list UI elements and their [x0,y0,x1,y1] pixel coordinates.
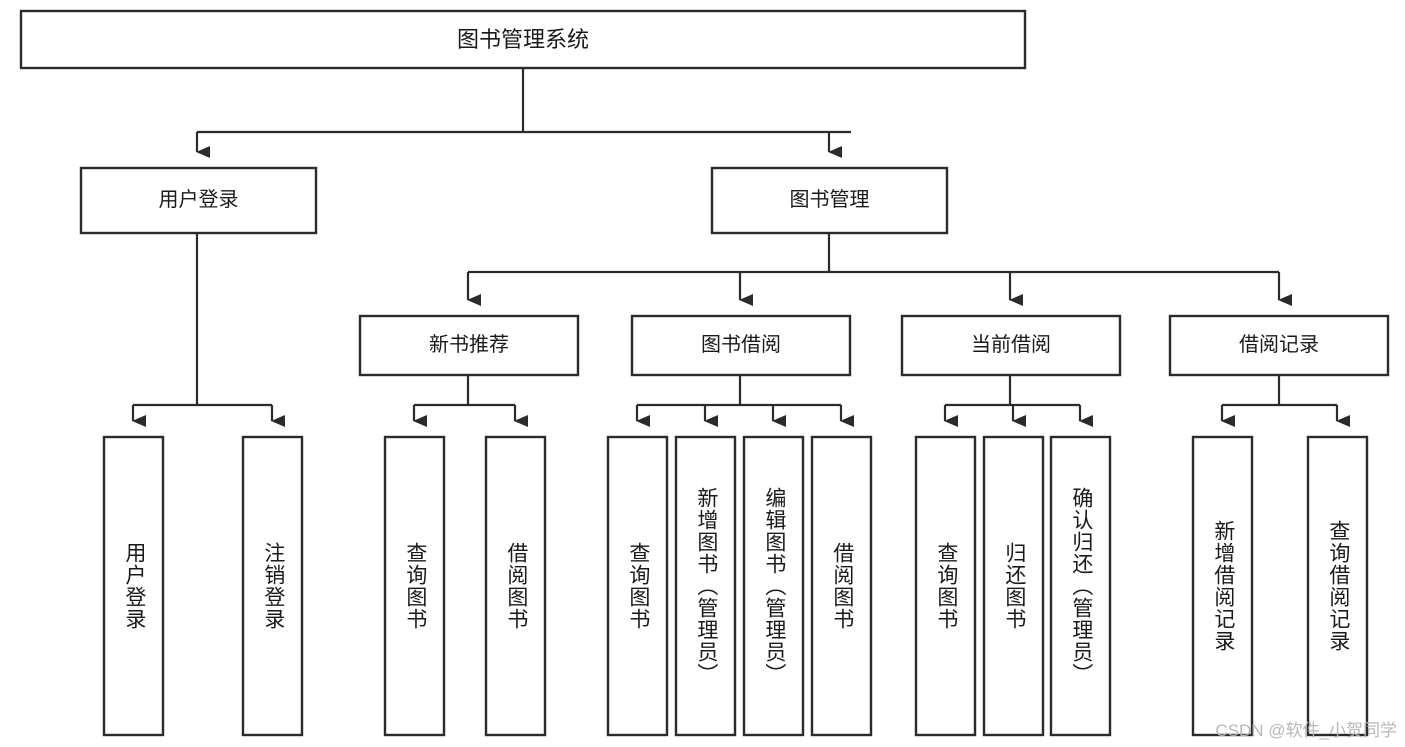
node-label-user-login: 用户登录 [158,188,239,211]
node-label-book-mgmt: 图书管理 [789,188,870,211]
leaf-box [674,435,737,737]
node-box-user-login [79,166,318,235]
node-box-book-mgmt [710,166,949,235]
leaf-label-confirm-return-admin: 确认归还（管理员） [1069,487,1093,685]
node-box-current-borrow [900,314,1122,377]
connector-bookborrow-to-leaves [635,375,854,427]
leaf-box [982,435,1045,737]
leaf-box [742,435,805,737]
leaf-label-query-book-recommend: 查询图书 [403,542,427,630]
leaf-label-logout: 注销登录 [261,542,285,630]
connector-root-to-level2 [195,68,851,158]
leaf-label-edit-book-admin: 编辑图书（管理员） [762,487,786,685]
node-label-book-borrow: 图书借阅 [701,333,781,356]
node-box-root [19,9,1027,70]
leaf-label-query-book-current: 查询图书 [934,542,958,630]
leaf-label-borrow-book: 借阅图书 [830,542,854,630]
leaf-box [1191,435,1254,737]
node-box-borrow-record [1168,314,1390,377]
leaf-box [484,435,547,737]
leaf-label-add-borrow-record: 新增借阅记录 [1211,520,1235,652]
node-label-borrow-record: 借阅记录 [1239,333,1319,356]
node-label-current-borrow: 当前借阅 [971,333,1051,356]
leaf-label-user-login: 用户登录 [122,542,146,630]
leaf-label-add-book-admin: 新增图书（管理员） [694,487,718,685]
csdn-watermark: CSDN @软件_小贺同学 [1215,721,1397,740]
leaf-box [1049,435,1112,737]
node-box-book-borrow [630,314,852,377]
leaf-label-return-book: 归还图书 [1002,542,1026,630]
leaf-box [1306,435,1369,737]
connector-newbook-to-leaves [412,375,528,427]
leaf-box [606,435,669,737]
connector-bookmgmt-to-level3 [466,233,1292,306]
node-label-new-book: 新书推荐 [429,333,509,356]
node-box-new-book [358,314,580,377]
connector-borrowrecord-to-leaves [1220,375,1350,427]
leaf-box [810,435,873,737]
leaf-box [241,435,304,737]
leaf-box [914,435,977,737]
node-label-root: 图书管理系统 [456,26,589,52]
leaf-label-borrow-book-recommend: 借阅图书 [504,542,528,630]
leaf-label-query-borrow-record: 查询借阅记录 [1326,520,1350,652]
connector-userlogin-to-leaves [131,233,285,427]
leaf-box [383,435,446,737]
leaf-box [102,435,165,737]
leaf-label-query-book-borrow: 查询图书 [626,542,650,630]
connector-currentborrow-to-leaves [943,375,1093,427]
